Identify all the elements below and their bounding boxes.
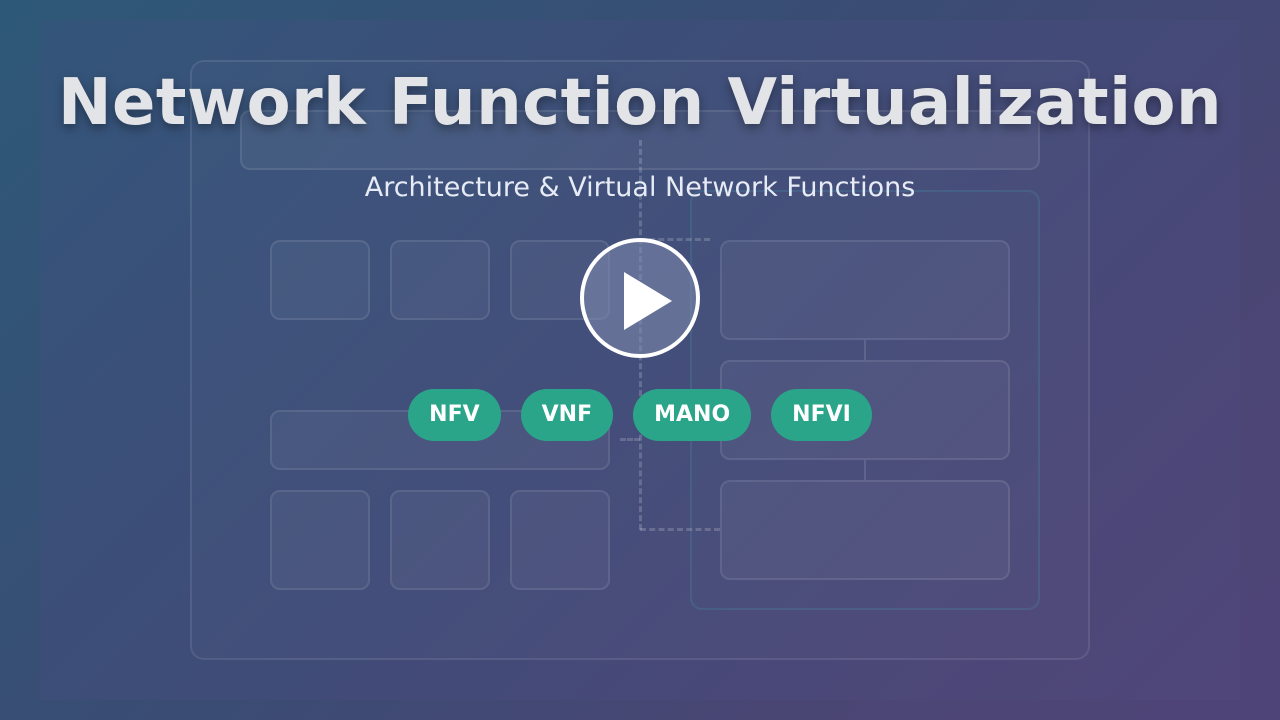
video-subtitle: Architecture & Virtual Network Functions — [364, 172, 916, 203]
diagram-dashed-connector — [640, 238, 710, 241]
topic-tags: NFV VNF MANO NFVI — [0, 389, 1280, 441]
diagram-box — [270, 490, 370, 590]
diagram-connector — [864, 340, 866, 360]
diagram-dashed-connector — [620, 438, 640, 441]
diagram-connector — [864, 460, 866, 480]
tag-nfv: NFV — [408, 389, 501, 441]
background-panel — [40, 20, 1240, 700]
video-title: Network Function Virtualization — [57, 66, 1223, 140]
diagram-outer-frame — [190, 60, 1090, 660]
diagram-top-bar — [240, 110, 1040, 170]
play-button[interactable] — [580, 238, 700, 358]
diagram-box — [510, 490, 610, 590]
play-icon — [624, 272, 672, 330]
diagram-right-box — [720, 480, 1010, 580]
diagram-box — [390, 240, 490, 320]
tag-vnf: VNF — [520, 389, 614, 441]
diagram-right-box — [720, 240, 1010, 340]
diagram-dashed-connector — [640, 528, 720, 531]
diagram-box — [390, 490, 490, 590]
tag-mano: MANO — [633, 389, 752, 441]
diagram-box — [270, 240, 370, 320]
tag-nfvi: NFVI — [771, 389, 872, 441]
